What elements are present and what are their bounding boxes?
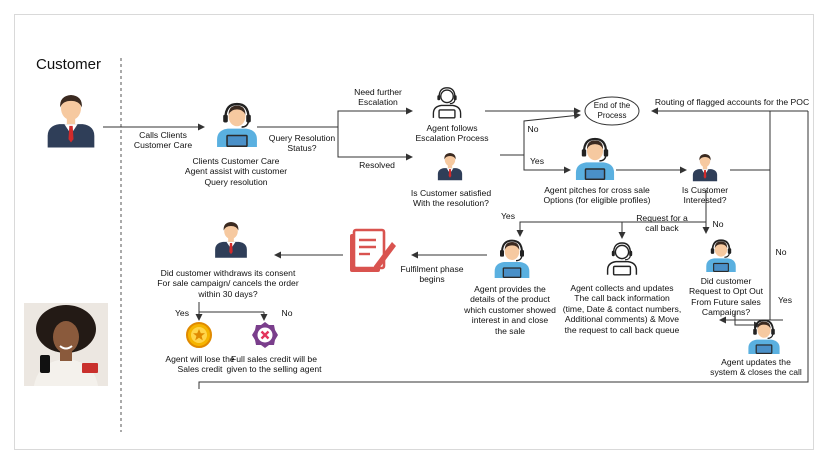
cancel-badge-icon	[252, 322, 278, 348]
collect-callback-info-label: Agent collects and updates The call back…	[562, 283, 682, 335]
interested-customer-icon	[692, 154, 718, 182]
calls-customer-care-label: Calls Clients Customer Care	[133, 130, 193, 151]
satisfied-customer-icon	[437, 153, 463, 181]
fulfilment-phase-label: Fulfilment phase begins	[400, 264, 464, 285]
customer-lane-title: Customer	[36, 56, 102, 73]
callback-agent-icon	[606, 242, 638, 276]
product-details-label: Agent provides the details of the produc…	[464, 284, 556, 336]
customer-satisfied-decision: Is Customer satisfied With the resolutio…	[410, 188, 492, 209]
call-back-request-label: Request for a call back	[636, 213, 688, 234]
agent-assist-label: Clients Customer Care Agent assist with …	[184, 156, 288, 187]
yes-label-4: Yes	[174, 308, 190, 318]
connectors	[103, 107, 809, 389]
escalation-process-label: Agent follows Escalation Process	[415, 123, 489, 144]
no-label-1: No	[527, 124, 539, 134]
query-status-decision: Query Resolution Status?	[268, 133, 336, 154]
document-icon	[350, 228, 396, 272]
full-credit-label: Full sales credit will be given to the s…	[226, 354, 322, 375]
routing-flagged-label: Routing of flagged accounts for the POC	[654, 97, 810, 107]
end-of-process-node	[584, 96, 640, 126]
resolved-label: Resolved	[359, 160, 395, 170]
coin-star-icon	[186, 322, 212, 348]
no-label-2: No	[712, 219, 724, 229]
slide-frame	[14, 14, 814, 450]
no-label-4: No	[281, 308, 293, 318]
opt-out-customer-icon	[705, 239, 737, 273]
withdraw-customer-icon	[215, 222, 247, 258]
withdraw-consent-decision: Did customer withdraws its consent For s…	[157, 268, 299, 299]
agent-closes-call-label: Agent updates the system & closes the ca…	[710, 357, 802, 378]
customer-photo	[24, 303, 108, 386]
customer-care-agent-icon	[215, 102, 259, 147]
customer-interested-decision: Is Customer Interested?	[681, 185, 729, 206]
lose-credit-label: Agent will lose the Sales credit	[165, 354, 235, 375]
no-label-3: No	[775, 247, 787, 257]
yes-label-1: Yes	[529, 156, 545, 166]
yes-label-2: Yes	[500, 211, 516, 221]
escalation-agent-icon	[432, 87, 462, 119]
need-escalation-label: Need further Escalation	[354, 87, 402, 108]
cross-sale-agent-icon	[574, 137, 616, 180]
opt-out-decision: Did customer Request to Opt Out From Fut…	[688, 276, 764, 318]
cross-sale-label: Agent pitches for cross sale Options (fo…	[543, 185, 651, 206]
end-of-process-label: End of the Process	[593, 101, 631, 120]
customer-person-icon	[47, 95, 95, 148]
product-agent-icon	[493, 239, 531, 278]
yes-label-3: Yes	[777, 295, 793, 305]
